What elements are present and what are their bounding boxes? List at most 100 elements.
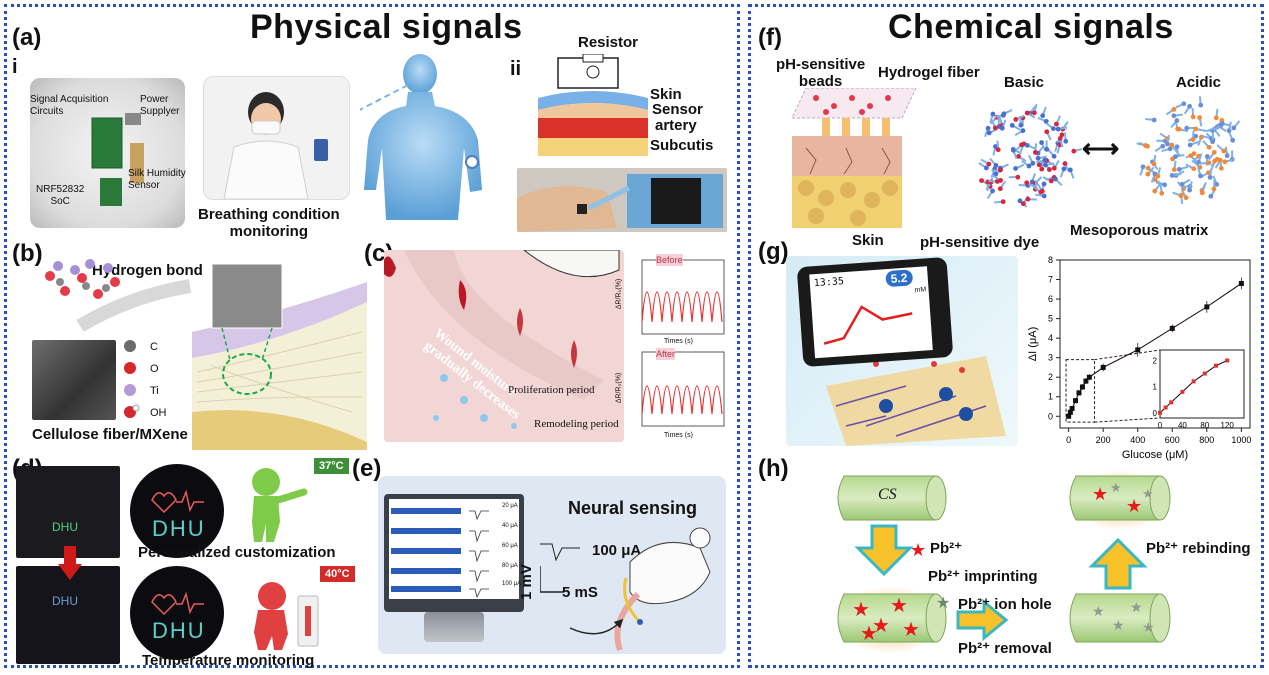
red-arrow-icon: [58, 546, 82, 580]
acidic-network: [1136, 96, 1241, 205]
data-point: [1069, 405, 1075, 411]
y-tick-label: 2: [1048, 372, 1053, 382]
wrist-sensor-photo: [517, 168, 727, 232]
computer-monitor: [384, 494, 524, 612]
monitor-stand: [424, 612, 484, 642]
panel-b-label: (b): [12, 240, 43, 267]
panel-f-label: (f): [758, 24, 782, 51]
monitor-label-80: 80 μA: [502, 563, 518, 569]
phone-unit: mM: [914, 286, 927, 295]
red-person-icon: [254, 582, 319, 650]
svg-text:★: ★: [1092, 603, 1105, 619]
artery-label: artery: [655, 117, 697, 134]
monitor-label-100: 100 μA: [502, 581, 522, 587]
left-frame: [4, 4, 740, 668]
double-arrow-icon: ⟷: [1082, 133, 1120, 163]
xlabel-bottom: Times (s): [664, 432, 693, 439]
zoom-box: [1065, 359, 1096, 423]
after-label: After: [656, 348, 676, 360]
legend-o: O: [150, 363, 159, 375]
cs-label: CS: [878, 486, 897, 503]
green-person-icon: [252, 468, 308, 542]
mxene-film-photo: [32, 340, 116, 420]
svg-text:★: ★: [910, 540, 926, 560]
pb-imprinting-label: Pb²⁺ imprinting: [928, 568, 1038, 585]
resistance-curves: [641, 259, 725, 427]
panel-a-label: (a): [12, 24, 42, 51]
pb-imprinting-diagram: ★★★★★ ★★★★ ★★ ★★ ★ ★: [836, 470, 1171, 654]
power-supplyer-label: Power Supplyer: [140, 94, 180, 117]
human-body-figure: [360, 54, 482, 220]
data-point: [1135, 347, 1141, 353]
inset-area: [1159, 349, 1245, 419]
acidic-label: Acidic: [1176, 74, 1222, 91]
time-label: 5 mS: [562, 584, 598, 601]
phone-value: 5.2: [885, 269, 913, 288]
ylabel-top: ΔR/R₀(%): [615, 278, 623, 310]
x-tick-label: 400: [1130, 435, 1145, 445]
panel-h-label: (h): [758, 455, 789, 482]
svg-text:★: ★: [860, 623, 878, 645]
chemical-signals-title: Chemical signals: [888, 8, 1174, 46]
dhu-circle-bottom: DHU: [130, 566, 224, 660]
fiber-channel-diagram: [192, 263, 367, 450]
atom-legend-icons: [124, 340, 140, 418]
svg-text:★: ★: [1126, 496, 1142, 516]
legend-oh: OH: [150, 407, 167, 419]
y-axis-label: ΔI (μA): [1027, 327, 1039, 361]
nrf-soc-label: NRF52832 SoC: [36, 184, 85, 207]
voltage-label: 1 mV: [518, 564, 535, 600]
neural-traces: [391, 508, 489, 599]
skin-label-f: Skin: [852, 232, 884, 249]
panel-a-i-label: i: [12, 56, 18, 78]
legend-ti: Ti: [150, 385, 159, 397]
inset-data-point: [1169, 400, 1174, 405]
svg-text:★: ★: [1110, 480, 1122, 495]
hydrogen-bond-label: Hydrogen bond: [92, 262, 203, 279]
mask-circuit-photo: [30, 78, 185, 228]
basic-label: Basic: [1004, 74, 1045, 91]
data-point: [1238, 280, 1244, 286]
data-point: [1169, 325, 1175, 331]
inset-data-point: [1214, 363, 1218, 368]
y-tick-label: 4: [1048, 333, 1053, 343]
skin-label-a: Skin: [650, 86, 682, 103]
hydrogen-bond-molecule: [45, 259, 192, 331]
wound-healing-diagram: [384, 250, 624, 442]
pb-ion-hole-label: Pb²⁺ ion hole: [958, 596, 1052, 613]
hydrogel-label: Hydrogel fiber: [878, 64, 980, 81]
phone-time: 13:35: [813, 276, 845, 290]
panel-e-label: (e): [352, 455, 382, 482]
skin-sensor-diagram: [538, 54, 648, 156]
svg-text:★: ★: [902, 619, 920, 641]
ph-dye-label: pH-sensitive dye: [920, 234, 1040, 251]
remodeling-label: Remodeling period: [534, 418, 619, 430]
temperature-monitoring-label: Temperature monitoring: [142, 652, 315, 669]
mouse-figure: [569, 527, 711, 652]
dhu-circle-text-top: DHU: [152, 516, 206, 541]
svg-text:★: ★: [1092, 484, 1108, 504]
physical-signals-title: Physical signals: [250, 8, 523, 46]
svg-text:★: ★: [1112, 617, 1125, 633]
smartphone: 13:35 5.2 mM: [796, 256, 954, 368]
subcutis-label: Subcutis: [650, 137, 714, 154]
mesoporous-label: Mesoporous matrix: [1070, 222, 1209, 239]
xlabel-top: Times (s): [664, 338, 693, 345]
svg-text:★: ★: [890, 595, 908, 617]
resistance-plots: [626, 252, 728, 440]
cellulose-caption: Cellulose fiber/MXene film: [32, 426, 219, 443]
pb-removal-label: Pb²⁺ removal: [958, 640, 1052, 657]
x-tick-label: 800: [1199, 435, 1214, 445]
inset-data-point: [1225, 358, 1230, 363]
pb-label: Pb²⁺: [930, 540, 963, 557]
y-tick-label: 0: [1048, 411, 1053, 421]
dhu-shirt-text-bottom: DHU: [52, 594, 78, 608]
proliferation-label: Proliferation period: [508, 384, 595, 396]
legend-c: C: [150, 341, 158, 353]
inset-x-tick-label: 40: [1178, 421, 1187, 430]
personalized-customization-label: Personalized customization: [138, 544, 336, 561]
inset-data-point: [1191, 379, 1196, 384]
inset-x-tick-label: 0: [1158, 421, 1163, 430]
monitor-label-40: 40 μA: [502, 523, 518, 529]
basic-network: [978, 103, 1082, 208]
